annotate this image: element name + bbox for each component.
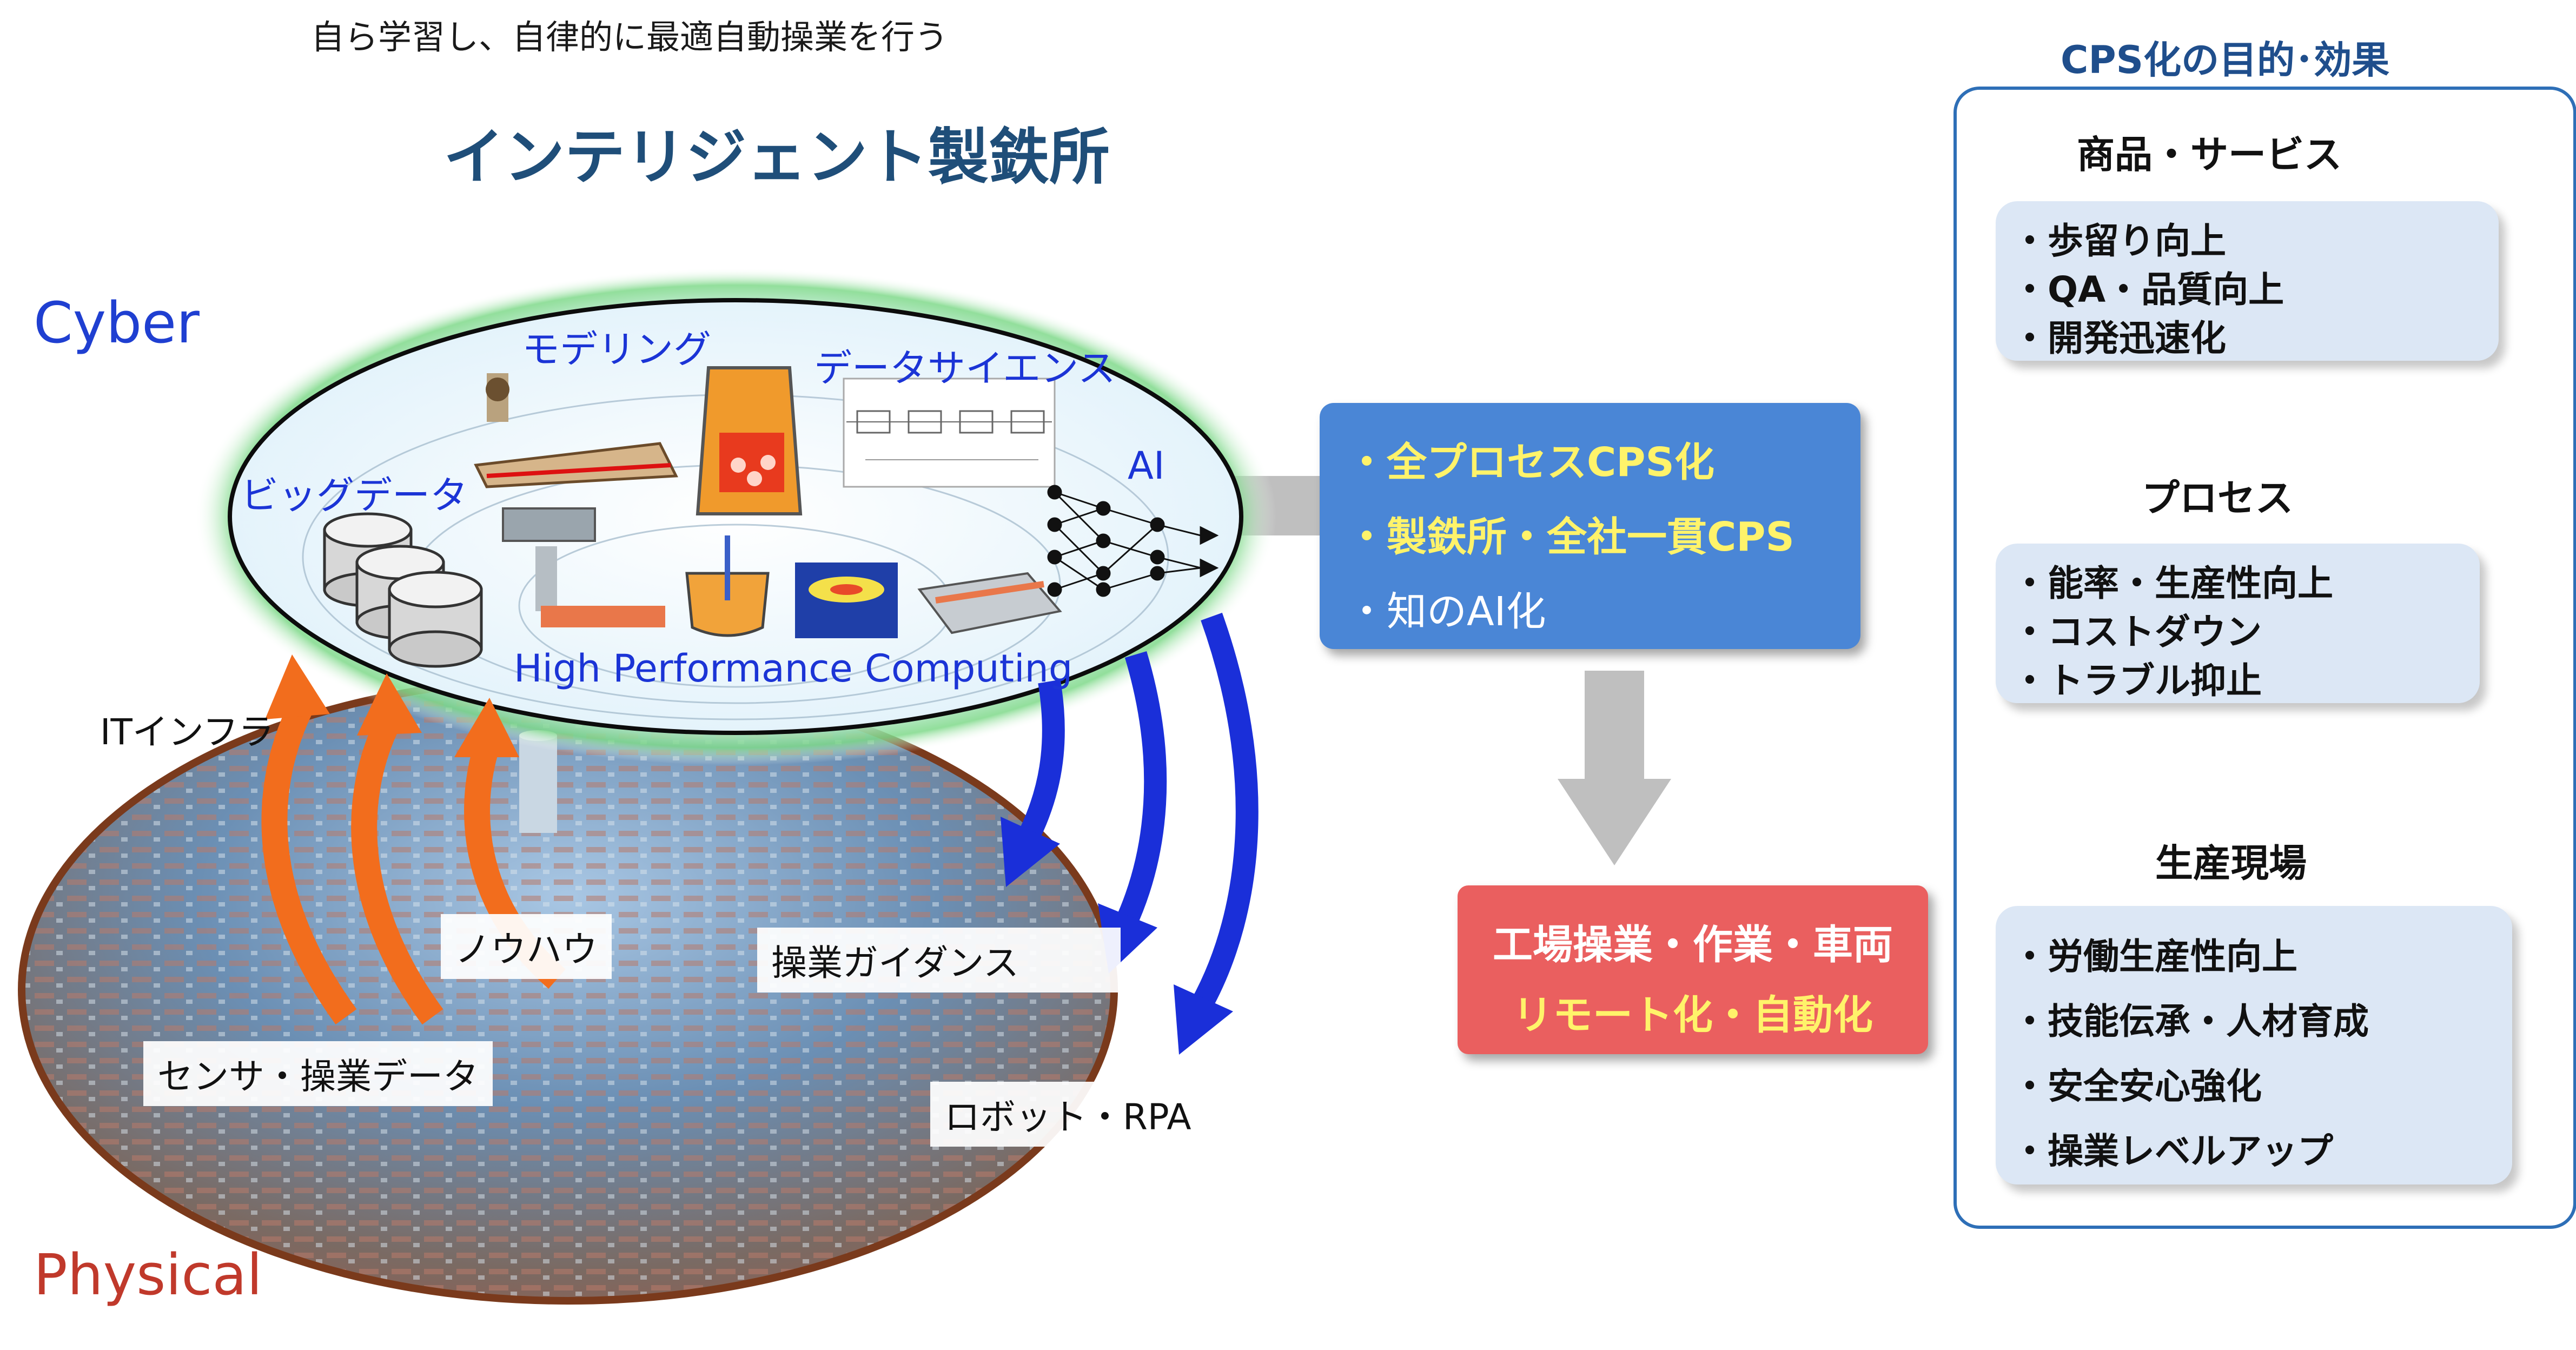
cyber-layer-label: Cyber [34,290,200,356]
effect-item: ・開発迅速化 [2012,317,2226,359]
modeling-illustration [474,373,678,488]
section-box-field: ・労働生産性向上 ・技能伝承・人材育成 ・安全安心強化 ・操業レベルアップ [1996,906,2512,1184]
section-heading-process: プロセス [2142,476,2293,520]
down-arrow-3 [1190,612,1259,1012]
effect-item: ・QA・品質向上 [2012,269,2284,310]
down-arrow-1 [1017,679,1065,844]
robot-rpa-label: ロボット・RPA [930,1082,1267,1147]
up-arrow-2 [351,713,443,1025]
section-heading-products: 商品・サービス [2077,133,2342,177]
up-arrow-1 [261,697,357,1025]
cps-box-line-1: ・全プロセスCPS化 [1347,439,1714,486]
big-data-label: ビッグデータ [241,473,468,518]
effect-item: ・技能伝承・人材育成 [2012,1001,2369,1042]
ai-label: AI [1128,444,1165,488]
effect-item: ・コストダウン [2012,611,2262,653]
up-arrow-3-head [454,698,519,757]
page-title: インテリジェント製鉄所 [443,122,1110,193]
control-block-diagram [843,378,1056,488]
big-data-disks-illustration [323,512,483,668]
section-box-process: ・能率・生産性向上 ・コストダウン ・トラブル抑止 [1996,544,2480,703]
it-infra-label: ITインフラ [100,711,274,753]
effect-item: ・歩留り向上 [2012,220,2226,262]
data-science-label: データサイエンス [814,346,1116,391]
remote-box-line-1: 工場操業・作業・車両 [1493,922,1893,968]
effect-item: ・労働生産性向上 [2012,936,2297,977]
modeling-label: モデリング [522,327,711,372]
up-arrow-1-head [265,654,330,719]
remote-box-line-2: リモート化・自動化 [1513,992,1873,1038]
effects-title: CPS化の目的･効果 [2061,38,2390,82]
down-arrow-2 [1114,651,1167,930]
guidance-label: 操業ガイダンス [757,928,1121,992]
section-box-products: ・歩留り向上 ・QA・品質向上 ・開発迅速化 [1996,201,2499,361]
down-arrow-3-head [1174,984,1233,1055]
cps-box-line-2: ・製鉄所・全社一貫CPS [1347,514,1794,560]
down-arrow-1-head [1001,817,1060,887]
physical-layer-ellipse [18,675,1118,1305]
effect-item: ・安全安心強化 [2012,1066,2262,1107]
blast-furnace-illustration [696,366,803,515]
remote-automation-box: 工場操業・作業・車両 リモート化・自動化 [1458,885,1928,1054]
hpc-label: High Performance Computing [514,646,1073,691]
converter-illustration [685,535,770,637]
simulation-heatmap-illustration [795,562,898,638]
cps-to-remote-arrow [1558,671,1671,865]
roller-table-illustration [917,572,1062,634]
section-heading-field: 生産現場 [2155,841,2307,885]
page-subtitle: 自ら学習し、自律的に最適自動操業を行う [311,17,949,57]
cps-box: ・全プロセスCPS化 ・製鉄所・全社一貫CPS ・知のAI化 [1320,403,1860,649]
effect-item: ・操業レベルアップ [2012,1130,2333,1172]
physical-layer-label: Physical [34,1242,263,1308]
cps-box-line-3: ・知のAI化 [1347,588,1546,635]
effect-item: ・トラブル抑止 [2012,660,2262,702]
effect-item: ・能率・生産性向上 [2012,562,2333,604]
neural-network-illustration [1047,485,1219,597]
downward-arrows [1017,612,1259,1012]
knowhow-label: ノウハウ [441,914,612,979]
rolling-mill-illustration [502,507,665,627]
up-arrow-2-head [357,673,422,736]
sensor-data-label: センサ・操業データ [143,1041,493,1106]
